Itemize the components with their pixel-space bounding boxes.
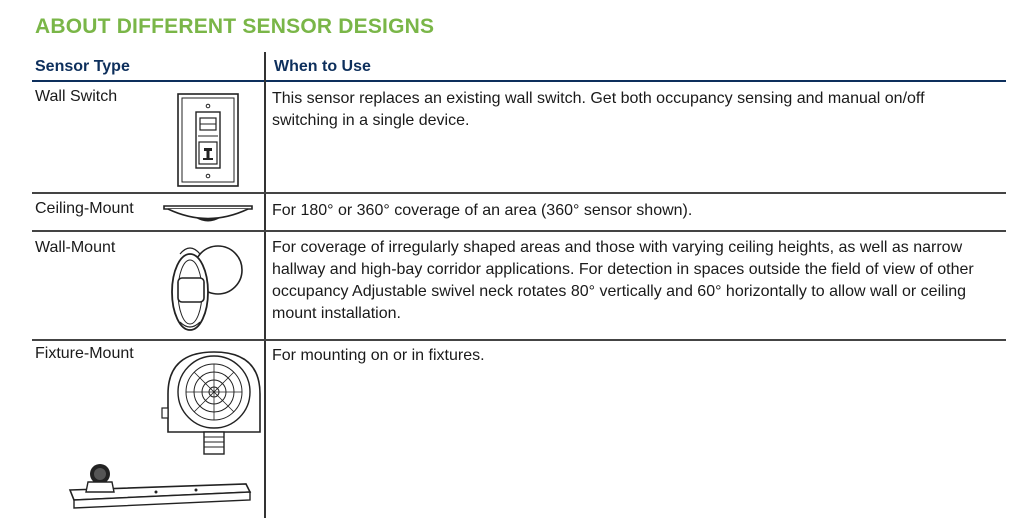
row-divider [32, 339, 1006, 341]
fixture-mount-sensor-icon [156, 346, 266, 458]
column-header-sensor-type: Sensor Type [35, 58, 130, 75]
row-divider [32, 192, 1006, 194]
sensor-description: This sensor replaces an existing wall sw… [272, 90, 925, 129]
wall-switch-sensor-icon [176, 92, 240, 188]
sensor-description: For coverage of irregularly shaped areas… [272, 239, 974, 322]
fixture-mount-inline-sensor-icon [66, 458, 256, 516]
sensor-description: For 180° or 360° coverage of an area (36… [272, 202, 693, 219]
ceiling-mount-sensor-icon [160, 198, 256, 228]
sensor-type-label: Fixture-Mount [35, 345, 134, 362]
wall-mount-sensor-icon [166, 238, 246, 336]
row-divider [32, 230, 1006, 232]
sensor-type-label: Wall Switch [35, 88, 118, 105]
sensor-type-label: Ceiling-Mount [35, 200, 134, 217]
sensor-type-label: Wall-Mount [35, 239, 116, 256]
sensor-description: For mounting on or in fixtures. [272, 347, 485, 364]
header-rule [32, 80, 1006, 82]
column-divider [264, 52, 266, 518]
column-header-when-to-use: When to Use [274, 58, 371, 75]
page-title: ABOUT DIFFERENT SENSOR DESIGNS [35, 15, 435, 38]
